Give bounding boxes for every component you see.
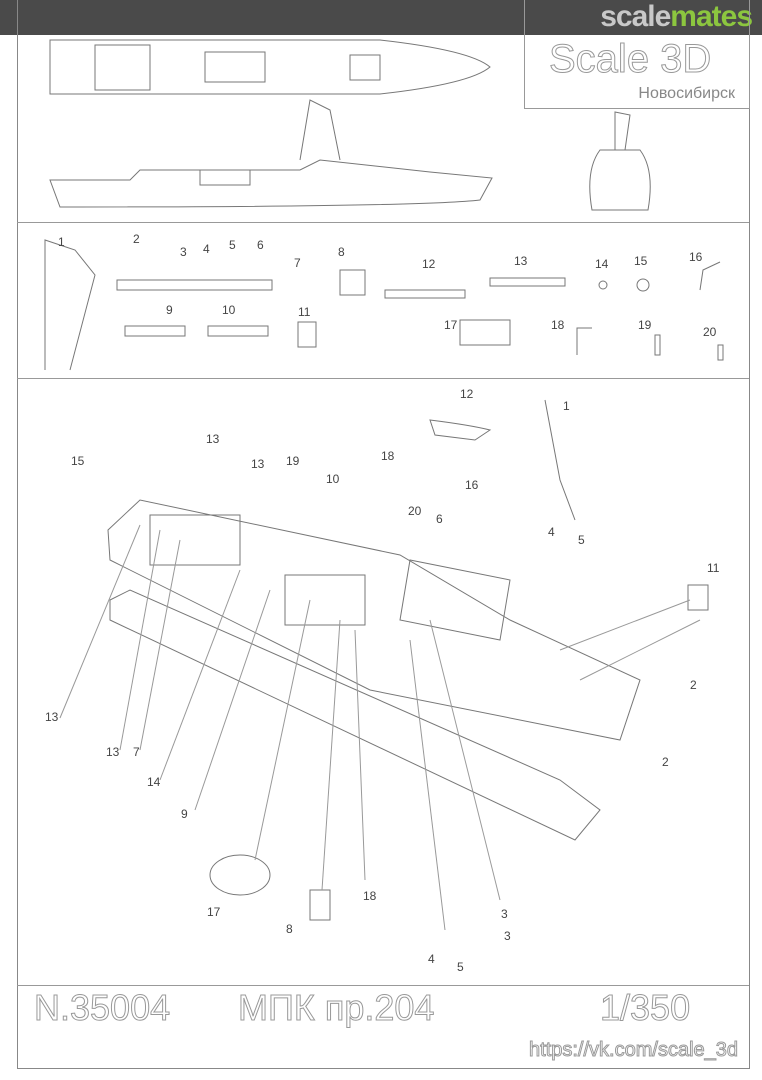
- callout: 2: [662, 755, 669, 769]
- part-number: 12: [422, 257, 436, 271]
- side-view-ship: [49, 99, 493, 208]
- scale-label: 1/350: [599, 987, 691, 1028]
- callout: 3: [504, 929, 511, 943]
- part-number: 6: [257, 238, 264, 252]
- callout: 12: [460, 387, 474, 401]
- top-view-ship: [49, 39, 491, 95]
- scalemates-watermark: scalemates: [600, 0, 753, 33]
- callout: 13: [206, 432, 220, 446]
- callout: 6: [436, 512, 443, 526]
- callout: 13: [106, 745, 120, 759]
- part-number: 1: [58, 235, 65, 249]
- model-name: МПК пр.204: [237, 987, 435, 1028]
- part-number: 15: [634, 254, 648, 268]
- callout: 14: [147, 775, 161, 789]
- callout: 4: [428, 952, 435, 966]
- part-number: 18: [551, 318, 565, 332]
- callout: 15: [71, 454, 85, 468]
- part-number: 2: [133, 232, 140, 246]
- callout: 13: [251, 457, 265, 471]
- callout: 11: [707, 561, 720, 575]
- hull-assembly: [107, 399, 709, 921]
- part-number: 13: [514, 254, 528, 268]
- logo-box: Scale 3D Новосибирск: [524, 0, 750, 109]
- callout: 3: [501, 907, 508, 921]
- callout: 5: [457, 960, 464, 974]
- divider: [17, 222, 749, 223]
- callout: 8: [286, 922, 293, 936]
- callout: 13: [45, 710, 59, 724]
- front-view-ship: [589, 111, 651, 211]
- callout: 7: [133, 745, 140, 759]
- kit-number: N.35004: [33, 987, 171, 1028]
- callout: 5: [578, 533, 585, 547]
- callout: 17: [207, 905, 221, 919]
- callout: 20: [408, 504, 422, 518]
- part-number: 19: [638, 318, 652, 332]
- parts-sprue: [44, 239, 724, 371]
- part-number: 3: [180, 245, 187, 259]
- divider: [17, 378, 749, 379]
- part-number: 20: [703, 325, 717, 339]
- part-number: 14: [595, 257, 609, 271]
- part-number: 10: [222, 303, 236, 317]
- callout: 4: [548, 525, 555, 539]
- callout: 18: [381, 449, 395, 463]
- part-number: 9: [166, 303, 173, 317]
- callout: 9: [181, 807, 188, 821]
- part-number: 16: [689, 250, 703, 264]
- part-number: 17: [444, 318, 458, 332]
- instruction-sheet-frame: [17, 0, 750, 1069]
- part-number: 4: [203, 242, 210, 256]
- leader-lines: [59, 524, 701, 931]
- city-label: Новосибирск: [638, 85, 735, 102]
- url-link[interactable]: https://vk.com/scale_3d: [529, 1039, 739, 1061]
- callout: 2: [690, 678, 697, 692]
- callout: 19: [286, 454, 300, 468]
- callout: 18: [363, 889, 377, 903]
- part-number: 11: [298, 305, 311, 319]
- part-number: 8: [338, 245, 345, 259]
- divider: [17, 985, 749, 986]
- callout: 1: [563, 399, 570, 413]
- brand-logo: Scale 3D: [548, 37, 712, 81]
- callout: 10: [326, 472, 340, 486]
- part-number: 5: [229, 238, 236, 252]
- callout: 16: [465, 478, 479, 492]
- part-number: 7: [294, 256, 301, 270]
- top-bar: scalemates: [0, 0, 762, 35]
